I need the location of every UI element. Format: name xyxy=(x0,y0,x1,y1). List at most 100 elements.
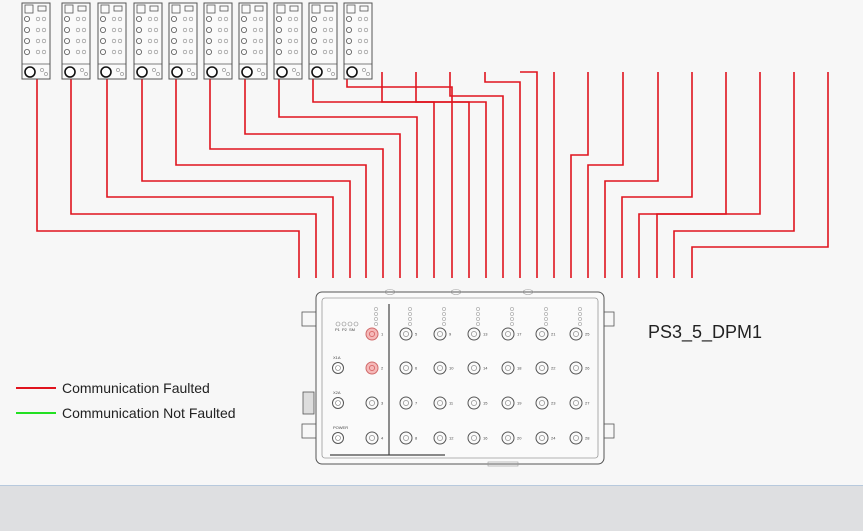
io-module-port xyxy=(240,15,247,22)
dpm-power-label: SM xyxy=(349,327,355,332)
dpm-port-led xyxy=(442,307,446,311)
io-module-led xyxy=(217,38,223,44)
network-wire xyxy=(570,72,589,278)
io-module-led xyxy=(81,38,87,44)
io-module-label-plate xyxy=(254,5,264,12)
dpm-outer xyxy=(315,291,605,465)
dpm-port xyxy=(467,396,481,410)
dpm-power-led xyxy=(335,321,341,327)
io-module-led xyxy=(287,27,293,33)
dpm-port-led xyxy=(544,322,548,326)
dpm-port-inner xyxy=(437,365,443,371)
io-module-led xyxy=(252,38,258,44)
io-module-port xyxy=(135,38,142,45)
dpm-port-led xyxy=(374,307,378,311)
io-module-port xyxy=(310,49,317,56)
io-module-status-led xyxy=(346,4,356,14)
io-module-led xyxy=(363,27,369,33)
io-module-label-plate xyxy=(359,5,369,12)
io-module-port xyxy=(310,26,317,33)
io-module-port xyxy=(170,38,177,45)
dpm-port xyxy=(433,396,447,410)
dpm-port-inner xyxy=(437,331,443,337)
io-module-led xyxy=(217,49,223,55)
io-module-port xyxy=(240,49,247,56)
dpm-port-number: 16 xyxy=(483,436,488,441)
io-module-led xyxy=(223,49,229,55)
io-module-led xyxy=(328,16,334,22)
network-wire xyxy=(691,72,829,278)
legend-not-faulted-label: Communication Not Faulted xyxy=(62,405,236,421)
dpm-port-led xyxy=(510,307,514,311)
dpm-port-led xyxy=(374,317,378,321)
io-module-led xyxy=(116,68,120,72)
io-module-port xyxy=(64,15,71,22)
dpm-port xyxy=(501,396,515,410)
dpm-latch xyxy=(487,461,519,467)
io-module-network-port xyxy=(276,66,288,78)
dpm-power-led xyxy=(341,321,347,327)
dpm-port-led xyxy=(510,312,514,316)
io-module-port xyxy=(23,15,30,22)
network-wire xyxy=(449,72,504,278)
network-wire xyxy=(244,79,401,278)
io-module-led xyxy=(44,72,48,76)
io-module-led xyxy=(257,68,261,72)
io-module-led xyxy=(357,49,363,55)
io-module-led xyxy=(182,27,188,33)
dpm-port-faulted xyxy=(365,361,379,375)
dpm-port-inner xyxy=(505,435,511,441)
io-module-port xyxy=(100,15,107,22)
network-wire xyxy=(587,72,624,278)
io-module-led xyxy=(322,27,328,33)
io-module-led xyxy=(153,38,159,44)
dpm-port-inner xyxy=(573,435,579,441)
dpm-port-number: 6 xyxy=(415,366,418,371)
io-module-led xyxy=(75,27,81,33)
dpm-port-number: 13 xyxy=(483,332,488,337)
io-module-label-plate xyxy=(289,5,299,12)
legend-faulted-swatch xyxy=(16,387,56,389)
io-module-label-plate xyxy=(219,5,229,12)
io-module-led xyxy=(322,16,328,22)
io-module xyxy=(133,2,163,80)
dpm-port-led xyxy=(544,312,548,316)
io-module xyxy=(203,2,233,80)
dpm-port-number: 17 xyxy=(517,332,522,337)
dpm-port-led xyxy=(442,317,446,321)
dpm-port xyxy=(399,361,413,375)
io-module-led xyxy=(188,27,194,33)
dpm-port-faulted xyxy=(365,327,379,341)
dpm-port xyxy=(535,361,549,375)
io-module-port xyxy=(240,26,247,33)
io-module-port xyxy=(345,49,352,56)
io-module-led xyxy=(153,27,159,33)
io-module-led xyxy=(293,16,299,22)
io-module-led xyxy=(331,72,335,76)
dpm-port-inner xyxy=(403,365,409,371)
dpm-port-number: 5 xyxy=(415,332,418,337)
io-module-led xyxy=(252,16,258,22)
io-module-port xyxy=(170,26,177,33)
dpm-port-inner xyxy=(403,400,409,406)
dpm-port-number: 7 xyxy=(415,401,418,406)
dpm-port-led xyxy=(442,312,446,316)
io-module-led xyxy=(81,16,87,22)
dpm-top-latch xyxy=(384,289,396,295)
dpm-port-led xyxy=(578,312,582,316)
io-module-led xyxy=(293,49,299,55)
dpm-port-number: 28 xyxy=(585,436,590,441)
io-module-network-port xyxy=(64,66,76,78)
dpm-port xyxy=(433,361,447,375)
dpm-port-led xyxy=(408,322,412,326)
io-module-led xyxy=(363,16,369,22)
dpm-port-number: 23 xyxy=(551,401,556,406)
dpm-port-led xyxy=(578,322,582,326)
io-module-led xyxy=(111,49,117,55)
io-module-port xyxy=(170,15,177,22)
dpm-port-inner xyxy=(369,435,375,441)
dpm-port-led xyxy=(544,317,548,321)
network-wire xyxy=(209,79,384,278)
dpm-port-inner xyxy=(369,400,375,406)
